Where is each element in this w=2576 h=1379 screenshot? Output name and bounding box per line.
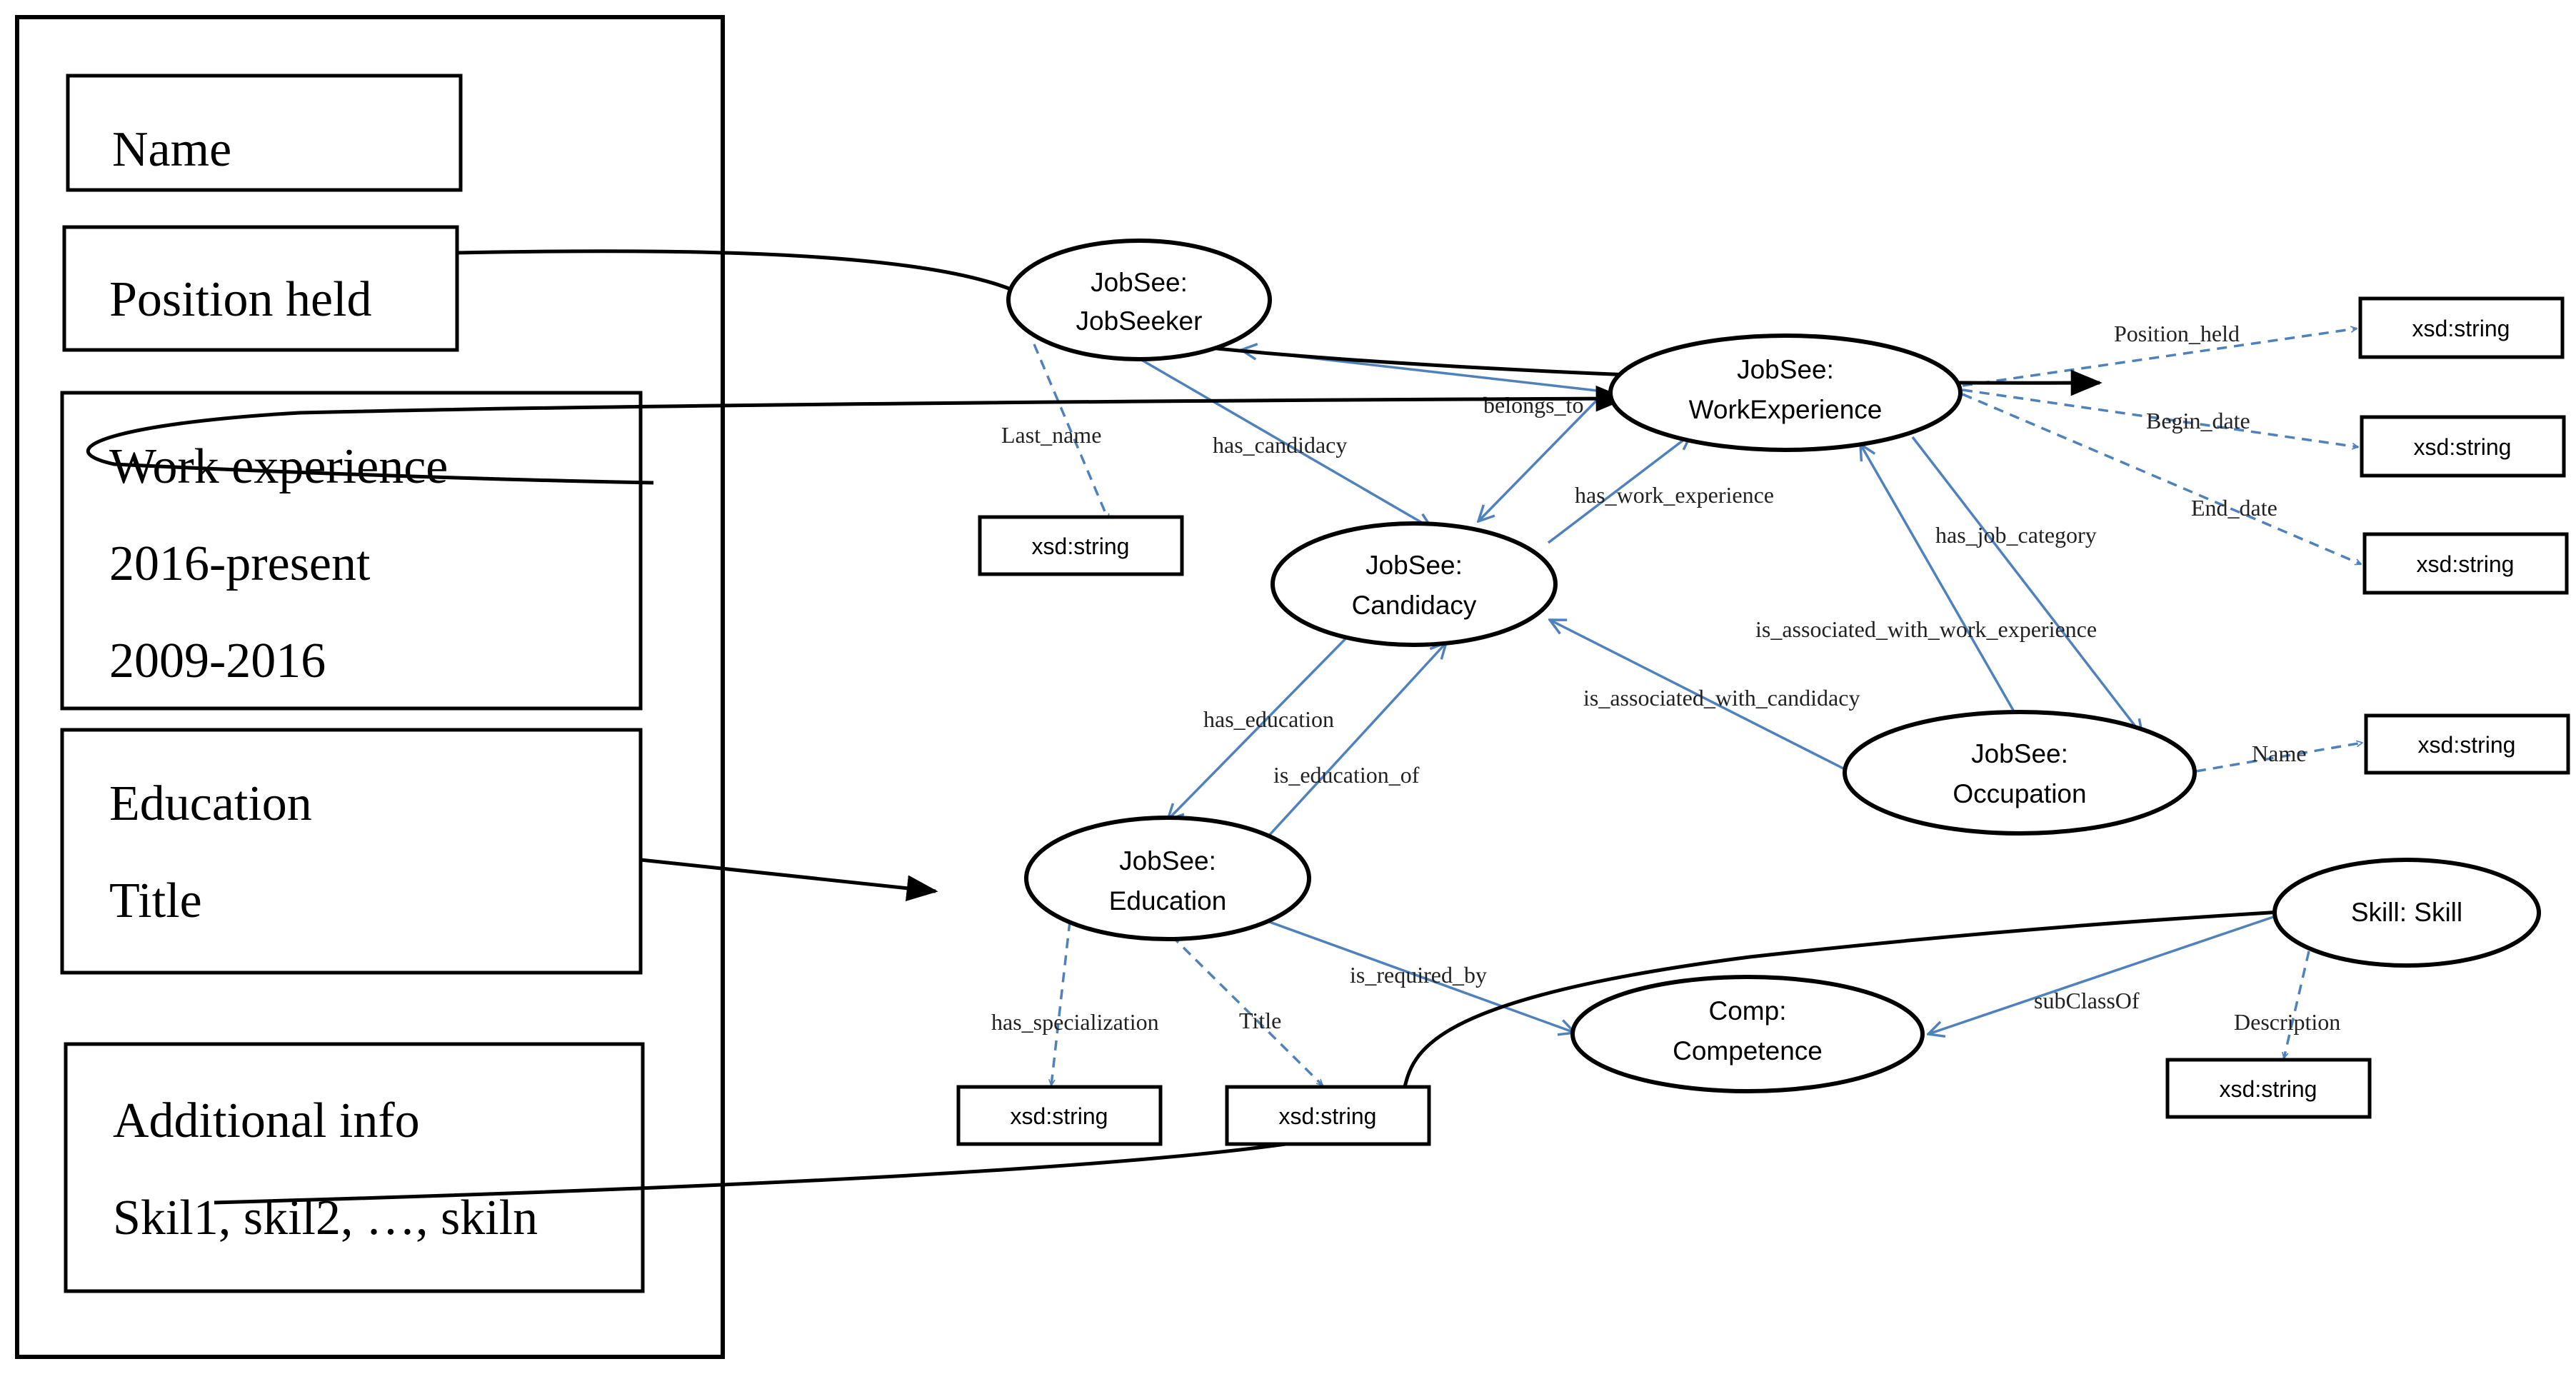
edge-last-name (1033, 344, 1110, 520)
mapping-work-experience (86, 385, 1628, 485)
position-held-field-box (62, 225, 459, 352)
node-occupation-line2: Occupation (1953, 779, 2086, 808)
node-education-line1: JobSee: (1119, 846, 1216, 876)
node-jobseeker: JobSee: JobSeeker (1006, 239, 1272, 361)
additional-info-title: Additional info (113, 1093, 420, 1148)
literal-title-text: xsd:string (1279, 1103, 1377, 1129)
position-held-field-label: Position held (109, 272, 372, 327)
literal-occupation-name: xsd:string (2364, 713, 2570, 775)
literal-lastname-text: xsd:string (1032, 533, 1130, 559)
node-competence: Comp: Competence (1570, 975, 1925, 1093)
ontology-nodes: JobSee: JobSeeker JobSee: WorkExperience… (1006, 239, 2541, 1093)
literal-title: xsd:string (1225, 1085, 1431, 1146)
literal-position-held: xsd:string (2358, 296, 2565, 359)
work-experience-section-box (60, 391, 643, 711)
edge-label-end-date: End_date (2191, 495, 2277, 521)
literal-position-held-text: xsd:string (2412, 316, 2510, 341)
literal-lastname: xsd:string (978, 515, 1184, 576)
edge-has-candidacy (1138, 357, 1432, 528)
edge-label-belongs-to: belongs_to (1483, 392, 1583, 418)
node-candidacy: JobSee: Candidacy (1271, 521, 1558, 647)
additional-info-section-box (64, 1042, 645, 1293)
literal-occupation-name-text: xsd:string (2418, 732, 2516, 758)
literal-specialization: xsd:string (956, 1085, 1163, 1146)
literal-end-date-text: xsd:string (2417, 551, 2515, 577)
edge-position-held (1962, 329, 2357, 387)
edge-label-has-candidacy: has_candidacy (1213, 432, 1347, 458)
node-skill-label: Skill: Skill (2351, 898, 2462, 927)
node-skill: Skill: Skill (2272, 858, 2541, 968)
literal-skill-description-text: xsd:string (2220, 1076, 2317, 1102)
edge-end-date (1962, 393, 2361, 566)
node-workexperience-line1: JobSee: (1737, 355, 1834, 384)
edge-label-has-education: has_education (1203, 706, 1334, 732)
edge-label-occupation-name: Name (2252, 741, 2306, 766)
edge-label-has-specialization: has_specialization (991, 1009, 1159, 1035)
edge-label-begin-date: Begin_date (2146, 408, 2250, 433)
education-field-title: Title (109, 873, 202, 928)
edge-label-description: Description (2234, 1009, 2340, 1035)
edge-description (2284, 951, 2310, 1058)
edge-is-required-by (1267, 920, 1575, 1033)
literal-skill-description: xsd:string (2165, 1058, 2372, 1119)
edge-begin-date (1962, 388, 2358, 447)
edge-has-work-experience (1547, 434, 1691, 544)
edge-label-position-held: Position_held (2114, 321, 2240, 346)
edge-is-associated-with-candidacy (1550, 620, 1847, 771)
edge-label-is-associated-with-candidacy: is_associated_with_candidacy (1583, 685, 1860, 711)
edge-is-associated-with-work-experience (1860, 444, 2019, 718)
node-competence-line1: Comp: (1709, 996, 1787, 1026)
edge-label-is-associated-with-work-experience: is_associated_with_work_experience (1755, 616, 2097, 642)
work-experience-entry-2: 2009-2016 (109, 633, 326, 688)
literal-begin-date-text: xsd:string (2414, 434, 2512, 460)
node-education: JobSee: Education (1024, 816, 1311, 941)
node-occupation-line1: JobSee: (1971, 739, 2068, 768)
node-education-line2: Education (1109, 886, 1227, 916)
node-occupation: JobSee: Occupation (1843, 710, 2197, 836)
education-title: Education (109, 776, 312, 831)
node-candidacy-line2: Candidacy (1352, 591, 1477, 620)
node-workexperience-line2: WorkExperience (1689, 395, 1883, 424)
node-jobseeker-line2: JobSeeker (1076, 306, 1203, 336)
edge-label-is-education-of: is_education_of (1273, 762, 1420, 788)
node-jobseeker-line1: JobSee: (1091, 268, 1188, 297)
mapping-education (640, 858, 938, 901)
name-field-box (66, 74, 463, 192)
cv-form: Name Position held Work experience 2016-… (15, 15, 725, 1359)
node-workexperience: JobSee: WorkExperience (1608, 334, 1963, 452)
edge-label-is-required-by: is_required_by (1350, 962, 1487, 988)
literal-end-date: xsd:string (2362, 532, 2569, 595)
edge-is-education-of (1266, 643, 1446, 838)
edge-label-last-name: Last_name (1001, 422, 1101, 448)
work-experience-entry-1: 2016-present (109, 536, 371, 591)
edge-label-has-work-experience: has_work_experience (1575, 482, 1774, 508)
relation-edges: Last_name has_candidacy belongs_to has_w… (991, 321, 2362, 1085)
edge-label-has-job-category: has_job_category (1935, 522, 2097, 548)
edge-has-education (1168, 618, 1365, 820)
edge-label-subclassof: subClassOf (2034, 988, 2140, 1013)
name-field-label: Name (112, 122, 231, 177)
edge-subclassof (1928, 913, 2282, 1034)
edge-label-title: Title (1239, 1008, 1281, 1033)
edge-has-specialization (1051, 921, 1071, 1085)
edge-belongs-to-lower (1478, 390, 1607, 521)
edge-title (1170, 934, 1323, 1085)
literal-begin-date: xsd:string (2360, 415, 2566, 478)
literal-specialization-text: xsd:string (1011, 1103, 1108, 1129)
literal-boxes: xsd:string xsd:string xsd:string xsd:str… (956, 296, 2570, 1146)
node-competence-line2: Competence (1673, 1036, 1823, 1065)
edge-occupation-name (2195, 743, 2362, 773)
edge-has-job-category (1911, 436, 2143, 736)
node-candidacy-line1: JobSee: (1365, 551, 1463, 580)
education-section-box (60, 728, 643, 975)
